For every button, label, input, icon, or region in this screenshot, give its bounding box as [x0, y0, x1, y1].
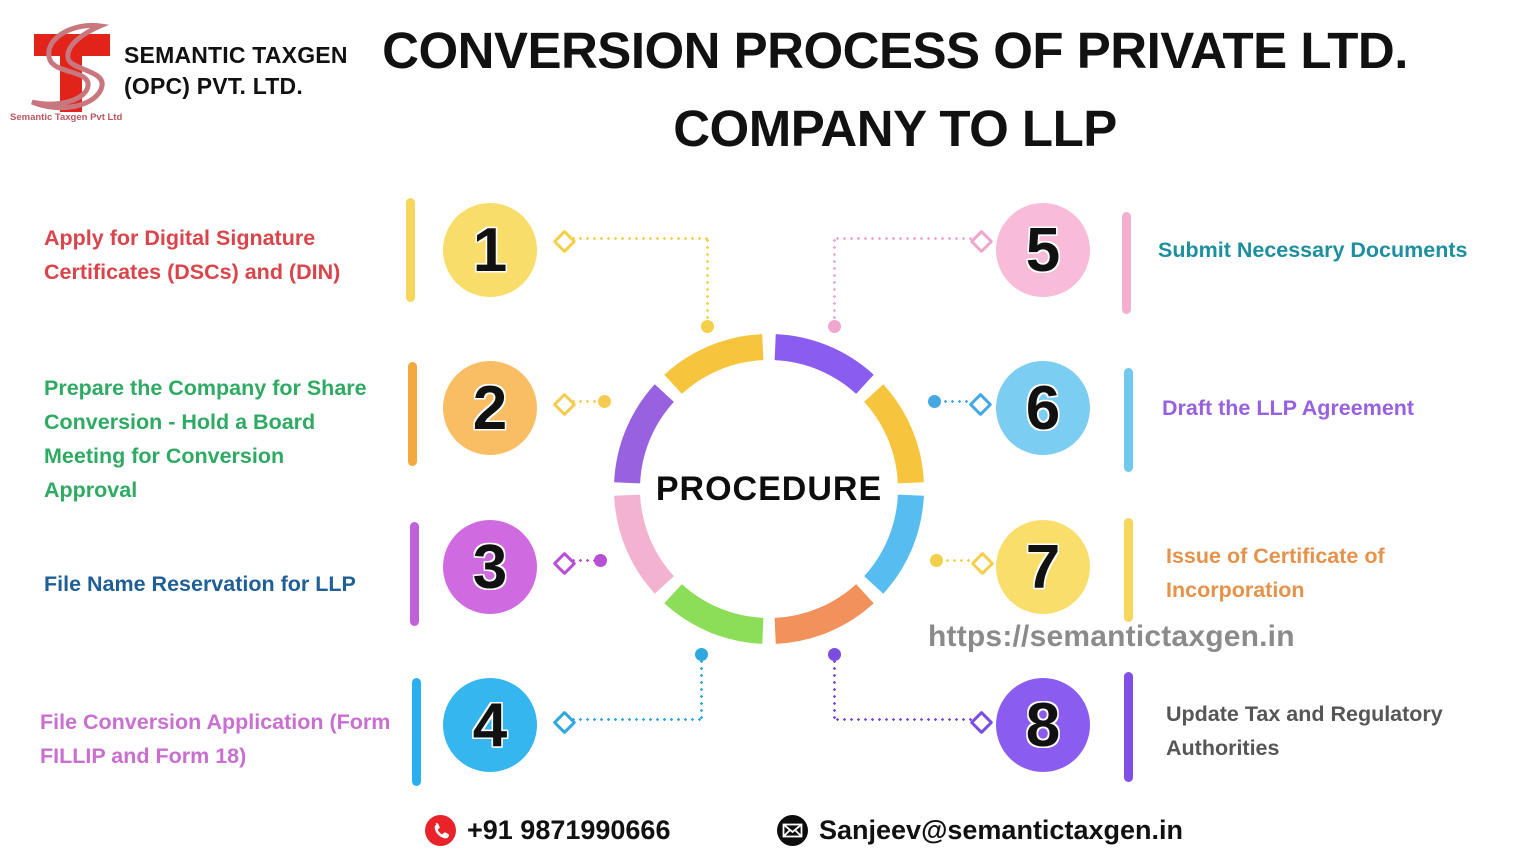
connector-line-h [570, 237, 710, 240]
connector-dot [828, 320, 841, 333]
connector-dot [928, 395, 941, 408]
accent-bar-step-8 [1124, 672, 1133, 782]
phone-icon [424, 814, 457, 847]
donut-center-label: PROCEDURE [655, 469, 883, 508]
connector-line-v [833, 658, 836, 721]
connector-line-h [570, 559, 598, 562]
step-circle-2[interactable]: 2 [443, 361, 537, 455]
connector-dot [598, 395, 611, 408]
semantic-taxgen-logo-icon: Semantic Taxgen Pvt Ltd [8, 12, 122, 130]
step-number-3: 3 [472, 532, 508, 602]
brand-name-line2: (OPC) PVT. LTD. [124, 72, 303, 99]
accent-bar-step-2 [408, 362, 417, 466]
footer-email[interactable]: Sanjeev@semantictaxgen.in [776, 814, 1183, 847]
accent-bar-step-1 [406, 198, 415, 302]
step-label-2: Prepare the Company for Share Conversion… [44, 376, 367, 502]
step-number-1: 1 [472, 215, 508, 285]
procedure-donut-chart: PROCEDURE [604, 324, 934, 654]
connector-diamond [969, 710, 994, 735]
connector-diamond [552, 229, 577, 254]
logo-caption: Semantic Taxgen Pvt Ltd [10, 111, 123, 123]
donut-segment-7 [614, 384, 675, 484]
step-label-4: File Conversion Application (Form FILLIP… [40, 710, 391, 768]
step-circle-7[interactable]: 7 [996, 520, 1090, 614]
step-circle-1[interactable]: 1 [443, 203, 537, 297]
connector-line-h [942, 400, 970, 403]
watermark-url: https://semantictaxgen.in [928, 620, 1295, 653]
connector-line-v [706, 237, 709, 322]
step-circle-6[interactable]: 6 [996, 361, 1090, 455]
donut-segment-5 [664, 583, 764, 644]
brand-logo-block: Semantic Taxgen Pvt Ltd SEMANTIC TAXGEN … [8, 8, 378, 133]
step-circle-5[interactable]: 5 [996, 203, 1090, 297]
connector-dot [695, 648, 708, 661]
connector-diamond [970, 551, 995, 576]
donut-segment-8 [664, 334, 764, 395]
step-label-8: Update Tax and Regulatory Authorities [1166, 702, 1443, 760]
donut-segment-1 [774, 334, 874, 395]
connector-line-h [570, 400, 602, 403]
step-number-6: 6 [1025, 373, 1061, 443]
email-address: Sanjeev@semantictaxgen.in [819, 815, 1183, 845]
accent-bar-step-4 [412, 678, 421, 786]
connector-diamond [968, 392, 993, 417]
step-label-7: Issue of Certificate of Incorporation [1166, 544, 1385, 602]
connector-dot [930, 554, 943, 567]
accent-bar-step-5 [1122, 212, 1131, 314]
brand-name-line1: SEMANTIC TAXGEN [124, 41, 348, 68]
connector-line-h [834, 718, 972, 721]
step-label-6: Draft the LLP Agreement [1162, 396, 1415, 420]
step-label-3: File Name Reservation for LLP [44, 572, 356, 596]
phone-number: +91 9871990666 [467, 815, 671, 845]
step-number-5: 5 [1025, 215, 1061, 285]
step-circle-4[interactable]: 4 [443, 678, 537, 772]
step-number-7: 7 [1025, 532, 1061, 602]
step-label-5: Submit Necessary Documents [1158, 238, 1468, 262]
connector-diamond [552, 392, 577, 417]
connector-dot [594, 554, 607, 567]
step-number-2: 2 [472, 373, 508, 443]
connector-diamond [552, 710, 577, 735]
connector-dot [701, 320, 714, 333]
email-icon [776, 814, 809, 847]
accent-bar-step-3 [410, 522, 419, 626]
connector-line-h [570, 718, 703, 721]
step-label-1: Apply for Digital Signature Certificates… [44, 226, 341, 284]
donut-segment-6 [614, 494, 675, 594]
donut-segment-3 [863, 494, 924, 594]
accent-bar-step-7 [1124, 518, 1133, 622]
connector-dot [828, 648, 841, 661]
donut-segment-4 [774, 583, 874, 644]
connector-diamond [969, 229, 994, 254]
step-circle-3[interactable]: 3 [443, 520, 537, 614]
donut-segment-2 [863, 384, 924, 484]
connector-line-h [834, 237, 974, 240]
brand-name: SEMANTIC TAXGEN (OPC) PVT. LTD. [124, 40, 348, 101]
page-title: CONVERSION PROCESS OF PRIVATE LTD. COMPA… [382, 22, 1408, 157]
footer-phone[interactable]: +91 9871990666 [424, 814, 670, 847]
connector-diamond [552, 551, 577, 576]
step-number-8: 8 [1025, 690, 1061, 760]
step-circle-8[interactable]: 8 [996, 678, 1090, 772]
connector-line-v [700, 658, 703, 721]
step-number-4: 4 [472, 690, 508, 760]
connector-line-h [944, 559, 972, 562]
accent-bar-step-6 [1124, 368, 1133, 472]
connector-line-v [833, 237, 836, 322]
